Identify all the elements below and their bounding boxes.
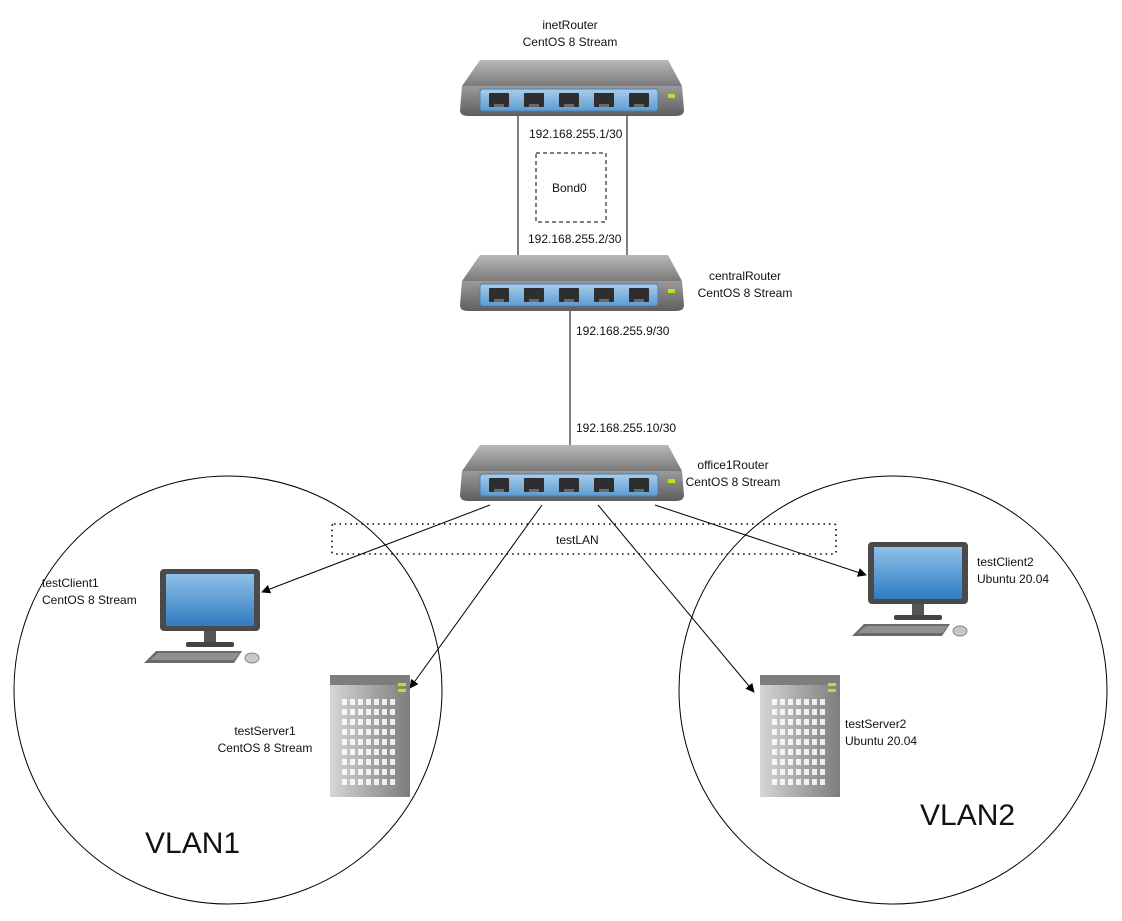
link-to-testclient1: [261, 504, 491, 594]
link-to-testclient2: [654, 504, 867, 577]
testserver2-name: testServer2: [845, 717, 907, 731]
bond0-label: Bond0: [552, 181, 587, 195]
office1router-os: CentOS 8 Stream: [685, 475, 781, 489]
centralrouter-ip-up: 192.168.255.2/30: [528, 232, 622, 246]
testclient1-label: testClient1 CentOS 8 Stream: [42, 575, 137, 609]
testclient2-name: testClient2: [977, 555, 1034, 569]
office1router-ip: 192.168.255.10/30: [576, 421, 677, 435]
centralrouter-ip-down: 192.168.255.9/30: [576, 324, 670, 338]
link-to-testserver1: [409, 504, 543, 689]
testclient1-os: CentOS 8 Stream: [42, 593, 137, 607]
bond0-box: [535, 152, 607, 223]
testserver1-name: testServer1: [234, 724, 296, 738]
centralrouter-icon[interactable]: [459, 254, 685, 312]
testclient2-pc-icon[interactable]: [851, 541, 969, 637]
inetrouter-icon[interactable]: [459, 59, 685, 117]
office1router-label: office1Router CentOS 8 Stream: [678, 457, 788, 491]
inetrouter-ip: 192.168.255.1/30: [529, 127, 623, 141]
testserver2-label: testServer2 Ubuntu 20.04: [845, 716, 917, 750]
vlan2-circle: [678, 475, 1108, 905]
vlan2-label: VLAN2: [920, 799, 1016, 832]
testlan-label: testLAN: [556, 533, 599, 547]
inetrouter-os: CentOS 8 Stream: [522, 35, 618, 49]
testclient1-pc-icon[interactable]: [143, 568, 261, 664]
testclient1-name: testClient1: [42, 576, 99, 590]
link-to-testserver2: [597, 504, 755, 693]
centralrouter-label: centralRouter CentOS 8 Stream: [690, 268, 800, 302]
testserver2-os: Ubuntu 20.04: [845, 734, 918, 748]
inetrouter-label: inetRouter CentOS 8 Stream: [500, 17, 640, 51]
centralrouter-os: CentOS 8 Stream: [697, 286, 793, 300]
testserver2-server-icon[interactable]: [760, 675, 840, 797]
vlan1-label: VLAN1: [145, 827, 241, 860]
testclient2-label: testClient2 Ubuntu 20.04: [977, 554, 1049, 588]
office1router-name: office1Router: [697, 458, 769, 472]
centralrouter-name: centralRouter: [708, 269, 782, 283]
testserver1-label: testServer1 CentOS 8 Stream: [212, 723, 318, 757]
office1router-icon[interactable]: [459, 444, 685, 502]
testserver1-server-icon[interactable]: [330, 675, 410, 797]
testlan-box: [331, 523, 837, 555]
testserver1-os: CentOS 8 Stream: [217, 741, 313, 755]
inetrouter-name: inetRouter: [542, 18, 598, 32]
testclient2-os: Ubuntu 20.04: [977, 572, 1050, 586]
vlan1-circle: [13, 475, 443, 905]
